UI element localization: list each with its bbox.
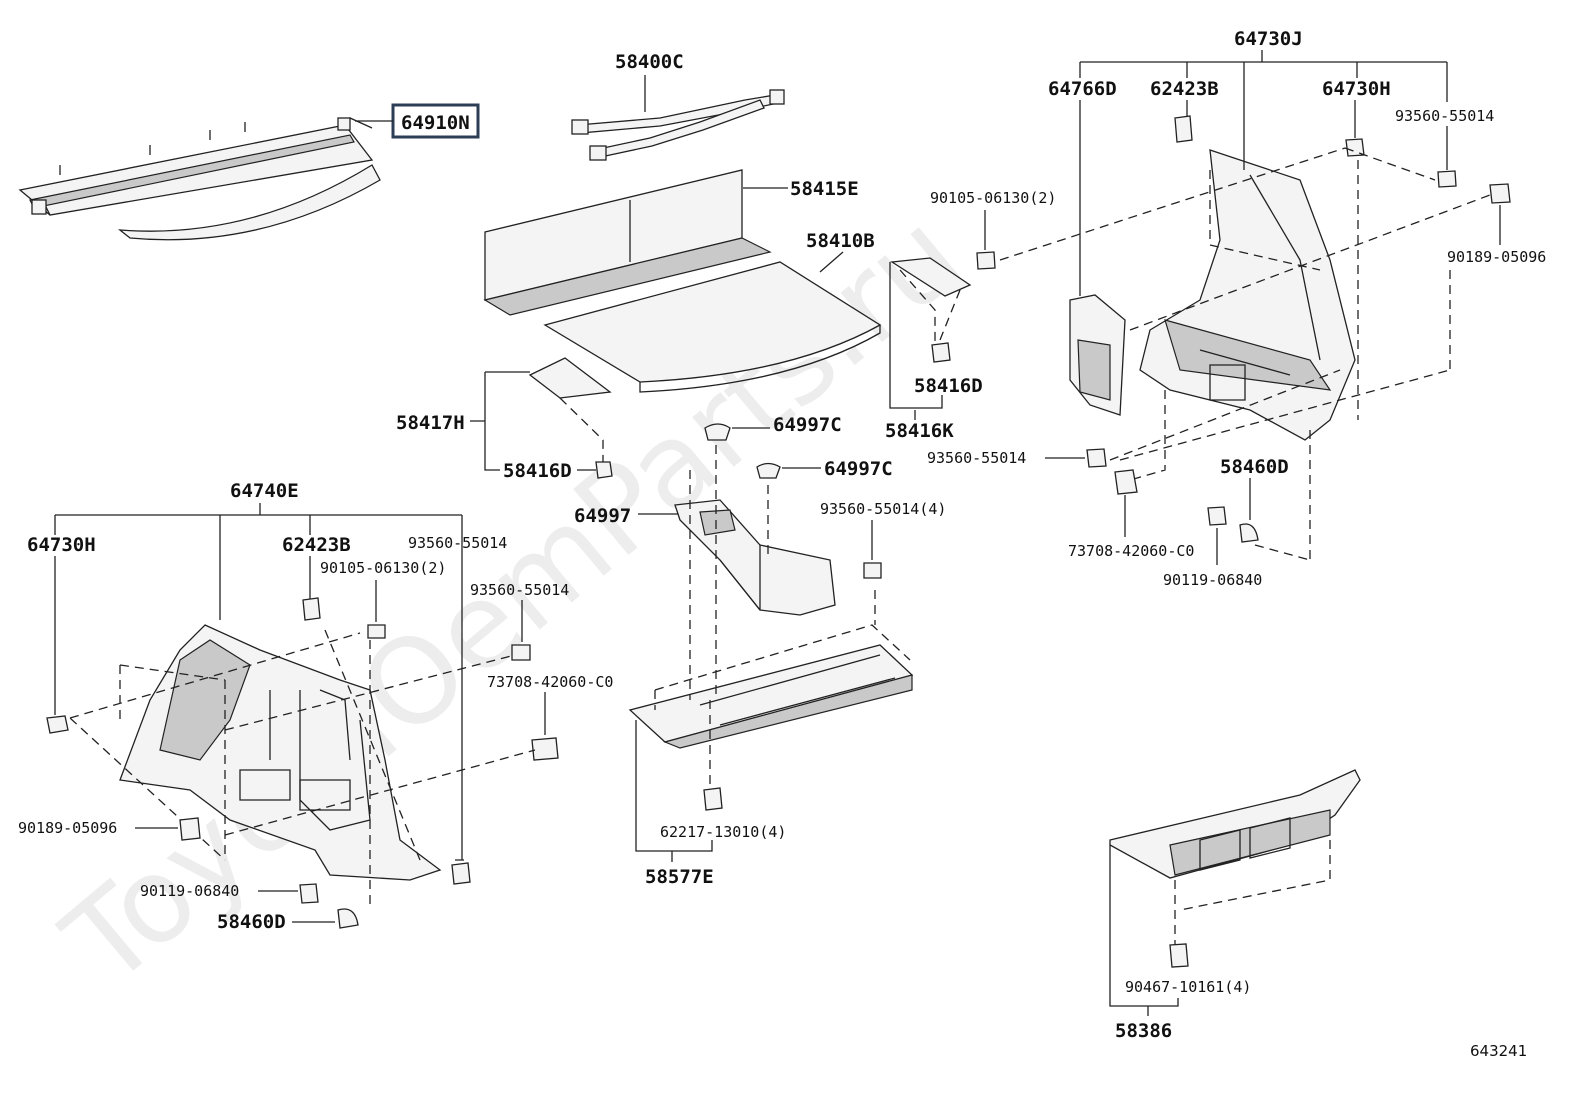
bracket-58416K [889,262,943,409]
small-panel-left-drawing [528,357,613,479]
part-label-73708-left[interactable]: 73708-42060-C0 [487,673,613,691]
part-label-58577E[interactable]: 58577E [645,866,714,888]
dash-lines-rear [1174,840,1331,945]
part-label-62423B-left[interactable]: 62423B [282,534,351,556]
center-box-drawing [674,499,836,616]
screw-left-low [299,883,319,904]
tonneau-cover-drawing [18,117,381,241]
part-label-58460D-right[interactable]: 58460D [1220,456,1289,478]
screw-center [863,562,882,579]
part-label-58416D-left[interactable]: 58416D [503,460,572,482]
rear-plate-drawing [1109,769,1361,879]
part-label-64910N[interactable]: 64910N [401,112,470,134]
bracket-58577E [635,720,713,862]
clip-90467 [1169,943,1189,968]
screw-left-mid [511,644,531,661]
part-label-64730H-right[interactable]: 64730H [1322,78,1391,100]
screw-right-mid [1086,448,1107,468]
part-label-90119-left[interactable]: 90119-06840 [140,882,239,900]
clip-right-90189 [1489,183,1511,204]
screw-right-low [1207,506,1227,526]
part-label-58386[interactable]: 58386 [1115,1020,1172,1042]
part-label-93560-left-top[interactable]: 93560-55014 [408,534,507,552]
clip-left-90189 [179,817,201,841]
part-label-58417H[interactable]: 58417H [396,412,465,434]
dash-lines-right-trim [999,147,1491,561]
part-label-90119-right[interactable]: 90119-06840 [1163,571,1262,589]
part-label-58415E[interactable]: 58415E [790,178,859,200]
part-label-58416K[interactable]: 58416K [885,420,954,442]
bracket-64730J [1079,50,1448,170]
part-label-90105-right[interactable]: 90105-06130(2) [930,189,1056,207]
part-label-90105-left[interactable]: 90105-06130(2) [320,559,446,577]
dash-lines-left-trim [69,629,536,910]
sill-plate-drawing [628,644,914,749]
screw-left-top [451,862,471,885]
bracket-64740E [54,503,463,860]
screw-right-top [1437,170,1457,188]
part-label-90189-left[interactable]: 90189-05096 [18,819,117,837]
hook-right [1174,115,1193,143]
part-label-58416D-right[interactable]: 58416D [914,375,983,397]
part-label-64997C-b[interactable]: 64997C [824,458,893,480]
dash-lines-center [654,445,911,790]
part-label-93560-right-mid[interactable]: 93560-55014 [927,449,1026,467]
part-label-64740E[interactable]: 64740E [230,480,299,502]
bolt-left [367,624,386,639]
cap-64997C-a [704,423,731,441]
part-label-64997[interactable]: 64997 [574,505,631,527]
part-label-58400C[interactable]: 58400C [615,51,684,73]
part-label-64997C-a[interactable]: 64997C [773,414,842,436]
part-label-93560-right-top[interactable]: 93560-55014 [1395,107,1494,125]
grommet-left [531,737,559,761]
part-label-58460D-left[interactable]: 58460D [217,911,286,933]
part-label-58410B[interactable]: 58410B [806,230,875,252]
deck-board-drawing [543,261,882,393]
part-label-73708-right[interactable]: 73708-42060-C0 [1068,542,1194,560]
leader-58410B [819,251,844,273]
part-label-93560-center[interactable]: 93560-55014(4) [820,500,946,518]
diagram-reference-number: 643241 [1470,1042,1527,1060]
right-quarter-trim-drawing [1139,149,1356,441]
front-board-drawing [483,169,772,316]
part-label-90189-right[interactable]: 90189-05096 [1447,248,1546,266]
cap-64997C-b [756,462,781,479]
part-label-64730H-left[interactable]: 64730H [27,534,96,556]
small-panel-right-drawing [890,257,972,363]
part-label-62217[interactable]: 62217-13010(4) [660,823,786,841]
part-label-64766D[interactable]: 64766D [1048,78,1117,100]
right-cover-drawing [1069,294,1126,416]
left-quarter-trim-drawing [119,624,442,881]
hook-left [302,597,321,621]
grommet-right [1114,469,1138,495]
bolt-right [976,251,996,270]
cap-left [337,908,359,929]
part-label-62423B-right[interactable]: 62423B [1150,78,1219,100]
bracket-58417H [470,371,530,471]
pad-clip-left [46,715,69,734]
part-label-90467[interactable]: 90467-10161(4) [1125,978,1251,996]
cap-right [1239,523,1259,543]
part-label-93560-left-mid[interactable]: 93560-55014 [470,581,569,599]
part-label-64730J[interactable]: 64730J [1234,28,1303,50]
clip-62217 [703,787,723,811]
cord-drawing [571,89,785,161]
bracket-58386 [1109,845,1179,1016]
